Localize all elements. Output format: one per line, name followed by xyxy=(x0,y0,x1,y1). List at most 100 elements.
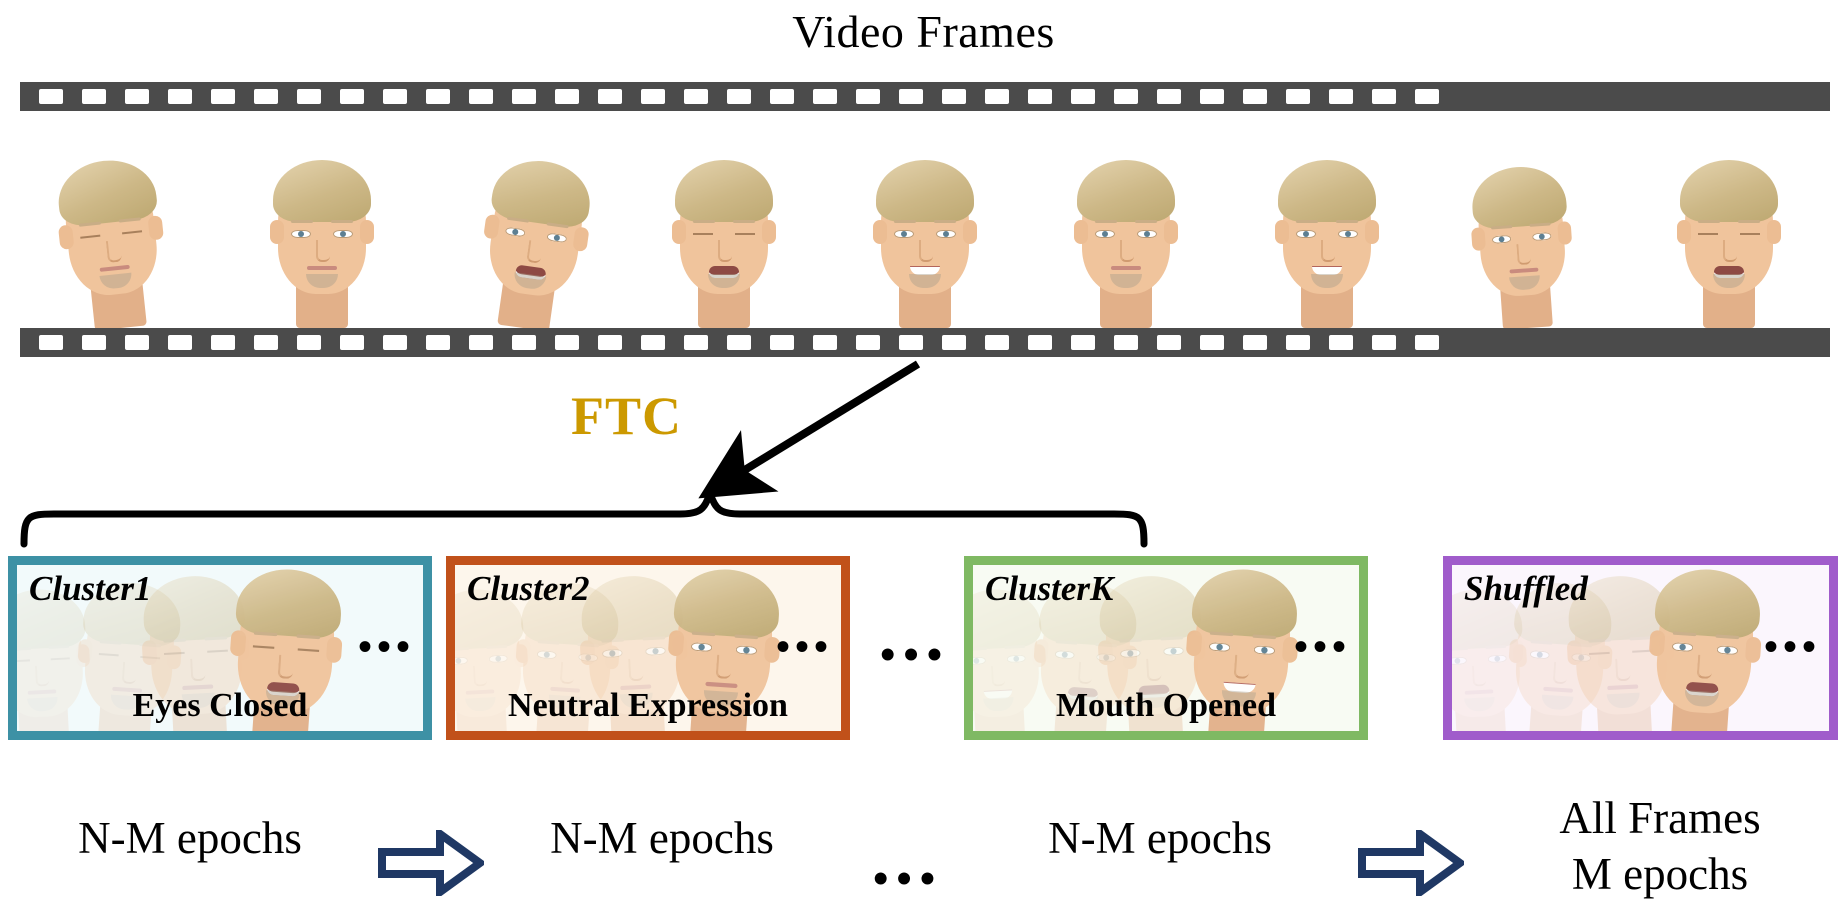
face-eyebrow xyxy=(642,636,666,641)
face-eye xyxy=(79,231,100,239)
filmstrip-sprocket xyxy=(1200,89,1224,104)
filmstrip-sprocket xyxy=(1243,335,1267,350)
filmstrip-sprocket xyxy=(942,335,966,350)
face-eye xyxy=(1163,646,1185,656)
face-mouth xyxy=(1607,684,1639,691)
face-eye xyxy=(1095,230,1116,238)
face-eyebrow xyxy=(99,640,122,645)
face-illustration xyxy=(670,132,778,328)
filmstrip-sprocket xyxy=(1329,335,1353,350)
filmstrip-sprocket xyxy=(1329,89,1353,104)
filmstrip-sprocket xyxy=(1415,335,1439,350)
filmstrip-sprocket xyxy=(1200,335,1224,350)
face-eyebrow xyxy=(1738,220,1761,223)
face-eye xyxy=(252,642,275,649)
face-head xyxy=(872,160,977,294)
face-ear xyxy=(147,215,164,241)
shuffled-box[interactable]: Shuffled ••• xyxy=(1443,556,1838,740)
face-nose xyxy=(717,240,732,262)
shuffled-ellipsis: ••• xyxy=(1763,624,1821,669)
filmstrip-sprocket xyxy=(684,335,708,350)
face-ear xyxy=(872,220,887,244)
epoch-label-cluster1: N-M epochs xyxy=(78,813,302,863)
cluster-box-2[interactable]: Cluster2 Neutral Expression ••• xyxy=(446,556,850,740)
face-eye xyxy=(893,230,914,238)
face-hair xyxy=(1077,160,1176,222)
face-eye xyxy=(17,656,30,663)
filmstrip-sprocket xyxy=(1286,335,1310,350)
face-hair xyxy=(488,154,595,230)
shuffled-title: Shuffled xyxy=(1464,569,1588,608)
face-nose xyxy=(1233,654,1251,680)
face-hair xyxy=(54,155,159,228)
cluster-box-k[interactable]: ClusterK Mouth Opened ••• xyxy=(964,556,1368,740)
face-iris xyxy=(973,657,980,664)
face-eye xyxy=(1119,648,1141,659)
face-ear xyxy=(1471,227,1487,252)
cluster-content: Cluster2 Neutral Expression ••• xyxy=(455,565,841,731)
filmstrip-sprocket xyxy=(1028,335,1052,350)
face-iris xyxy=(900,231,907,237)
face-nose xyxy=(315,240,330,262)
video-frame xyxy=(1654,118,1804,328)
face-ear xyxy=(1767,220,1782,244)
face-mouth xyxy=(708,266,739,278)
face-hair xyxy=(674,160,773,222)
face-ear xyxy=(229,629,247,657)
face-iris xyxy=(743,646,750,654)
page-title: Video Frames xyxy=(792,6,1055,57)
face-iris xyxy=(1261,646,1268,654)
cluster-content: ClusterK Mouth Opened ••• xyxy=(973,565,1359,731)
video-filmstrip xyxy=(20,82,1830,357)
filmstrip-frames-row xyxy=(20,111,1830,332)
filmstrip-sprocket xyxy=(555,335,579,350)
face-iris xyxy=(1127,650,1134,657)
face-eyebrow xyxy=(1160,636,1184,641)
filmstrip-sprocket xyxy=(641,89,665,104)
face-beard xyxy=(1509,275,1541,291)
face-iris xyxy=(297,231,304,237)
face-iris xyxy=(1454,657,1461,664)
face-eyebrow xyxy=(455,646,470,651)
video-frame xyxy=(850,118,1000,328)
face-hair xyxy=(234,566,344,640)
face-ear xyxy=(1033,638,1049,664)
filmstrip-sprocket xyxy=(1243,89,1267,104)
video-frame xyxy=(1252,118,1402,328)
face-illustration xyxy=(268,132,376,328)
face-eye xyxy=(1452,656,1468,666)
face-nose xyxy=(1696,654,1714,680)
filmstrip-sprocket xyxy=(727,89,751,104)
face-eyebrow xyxy=(1491,225,1513,230)
face-eyebrow xyxy=(601,638,625,643)
filmstrip-sprocket xyxy=(254,89,278,104)
face-hair xyxy=(1680,160,1779,222)
filmstrip-sprocket xyxy=(985,89,1009,104)
face-eye xyxy=(645,646,667,656)
face-beard xyxy=(1606,692,1641,709)
face-eyebrow xyxy=(1336,220,1359,223)
face-ear xyxy=(77,638,93,664)
face-eye xyxy=(690,642,713,653)
face-illustration xyxy=(46,127,174,333)
face-eye xyxy=(1588,648,1610,656)
face-nose xyxy=(277,654,295,680)
cluster-caption: Neutral Expression xyxy=(508,687,788,724)
face-ear xyxy=(761,220,776,244)
face-eyebrow xyxy=(1698,220,1721,223)
filmstrip-sprocket xyxy=(641,335,665,350)
face-eye xyxy=(50,654,70,661)
face-hair xyxy=(1653,566,1763,640)
face-iris xyxy=(652,647,659,655)
face-eyebrow xyxy=(1209,631,1234,637)
face-nose xyxy=(1516,243,1532,266)
face-ear xyxy=(482,213,501,240)
face-eye xyxy=(1338,230,1359,238)
video-frame xyxy=(1453,118,1603,330)
face-eyebrow xyxy=(486,644,508,649)
video-frame xyxy=(649,118,799,328)
face-head xyxy=(1648,566,1763,716)
cluster-box-1[interactable]: Cluster1 Eyes Closed ••• xyxy=(8,556,432,740)
face-head xyxy=(482,154,595,301)
face-eye xyxy=(297,645,320,653)
